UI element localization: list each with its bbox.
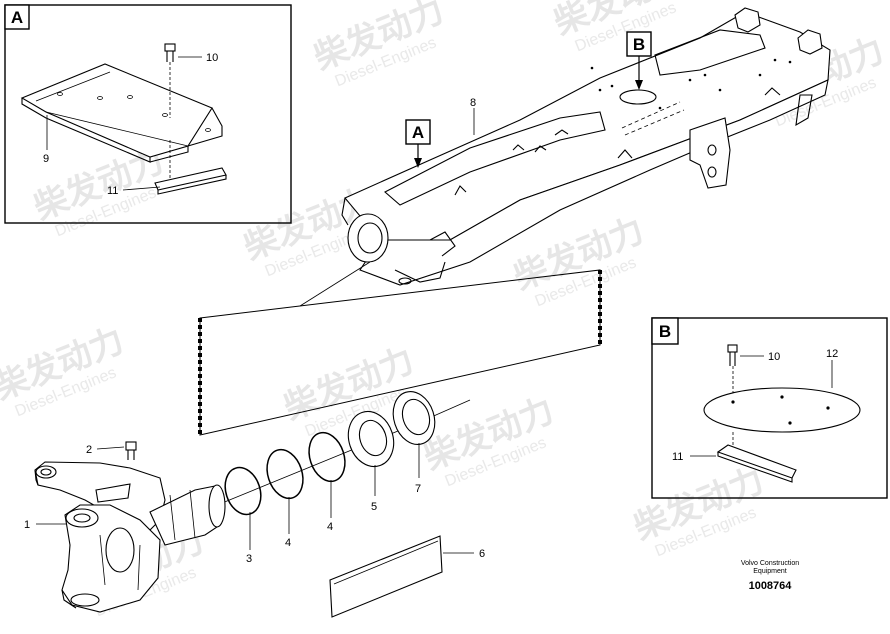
callout-9: 9 — [43, 153, 49, 165]
drawing-number: 1008764 — [748, 580, 792, 592]
watermark-3: 柴发动力 Diesel-Engines — [29, 141, 169, 240]
detail-box-a: A 10 9 11 — [4, 4, 292, 224]
callout-4-second: 4 — [327, 521, 333, 533]
callout-6: 6 — [479, 548, 485, 560]
callout-12: 12 — [826, 348, 838, 360]
bolt-part-2 — [125, 441, 137, 460]
watermark-1: 柴发动力 Diesel-Engines — [309, 0, 449, 90]
sealant-frame-outline — [198, 261, 602, 436]
callout-11-box-a: 11 — [107, 185, 118, 197]
footer-org-line-1: Volvo Construction — [740, 560, 800, 567]
watermark-7: 柴发动力 Diesel-Engines — [0, 321, 129, 420]
callout-5: 5 — [371, 501, 377, 513]
view-marker-a: A — [405, 119, 431, 168]
svg-text:A: A — [412, 123, 424, 142]
svg-text:B: B — [633, 35, 645, 54]
drawing-footer: Volvo Construction Equipment 1008764 — [720, 560, 820, 592]
callout-2: 2 — [86, 444, 92, 456]
callout-8: 8 — [470, 97, 476, 109]
callout-4-first: 4 — [285, 537, 291, 549]
shim-plate-part-6 — [329, 535, 443, 618]
seal-part-5 — [347, 410, 395, 468]
spacer-strip-part-11-box-b — [716, 444, 797, 483]
o-ring-part-3 — [224, 466, 262, 516]
watermark-9: 柴发动力 Diesel-Engines — [419, 391, 559, 490]
seal-part-7 — [392, 391, 436, 445]
cover-disc-part-12 — [703, 387, 861, 450]
detail-box-b: B 10 12 11 — [651, 317, 888, 499]
footer-org-line-2: Equipment — [753, 568, 787, 575]
o-ring-part-4-second — [308, 431, 346, 483]
callout-10-box-b: 10 — [768, 351, 780, 363]
bolt-part-10-box-b — [727, 344, 738, 395]
spacer-strip-part-11-box-a — [154, 140, 227, 195]
bolt-part-10-box-a — [164, 43, 176, 118]
detail-box-a-label: A — [11, 8, 23, 27]
detail-box-b-label: B — [659, 322, 671, 341]
cover-plate-part-9 — [20, 63, 223, 163]
o-ring-part-4-first — [266, 448, 304, 500]
watermark-11: 柴发动力 Diesel-Engines — [629, 461, 769, 560]
steering-yoke-part-1 — [34, 461, 226, 613]
callout-3: 3 — [246, 553, 252, 565]
callout-11-box-b: 11 — [672, 451, 683, 463]
frame-rivets — [590, 58, 792, 110]
callout-10-box-a: 10 — [206, 52, 218, 64]
callout-7: 7 — [415, 483, 421, 495]
axle-frame-part-8 — [341, 7, 831, 286]
view-marker-b: B — [626, 31, 652, 90]
callout-1: 1 — [24, 519, 30, 531]
